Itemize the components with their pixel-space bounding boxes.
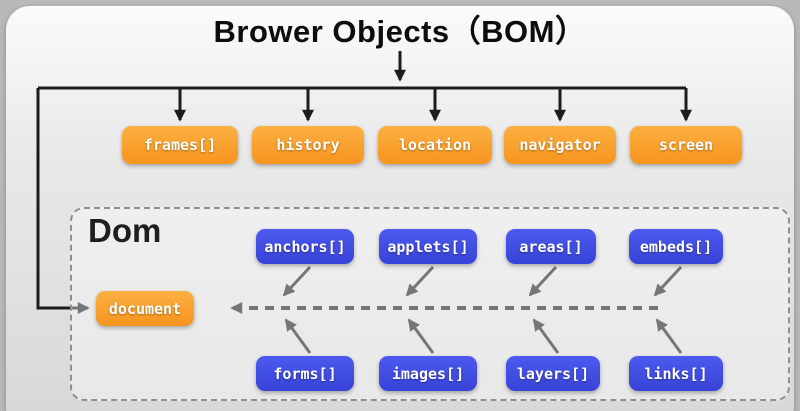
dom-node-layers: layers[] xyxy=(506,356,600,391)
dom-node-images: images[] xyxy=(379,356,477,391)
dom-label: Dom xyxy=(88,212,162,249)
dom-node-embeds: embeds[] xyxy=(629,229,723,264)
dom-node-areas: areas[] xyxy=(506,229,596,264)
bom-node-history: history xyxy=(252,126,364,164)
diagram-title: Brower Objects（BOM） xyxy=(213,14,587,49)
dom-node-anchors: anchors[] xyxy=(256,229,354,264)
bom-node-screen: screen xyxy=(630,126,742,164)
bom-node-location: location xyxy=(378,126,492,164)
bom-node-frames: frames[] xyxy=(122,126,238,164)
dom-node-links: links[] xyxy=(629,356,723,391)
bom-node-navigator: navigator xyxy=(504,126,616,164)
dom-node-document: document xyxy=(96,291,194,326)
dom-node-applets: applets[] xyxy=(379,229,477,264)
dom-node-forms: forms[] xyxy=(256,356,354,391)
